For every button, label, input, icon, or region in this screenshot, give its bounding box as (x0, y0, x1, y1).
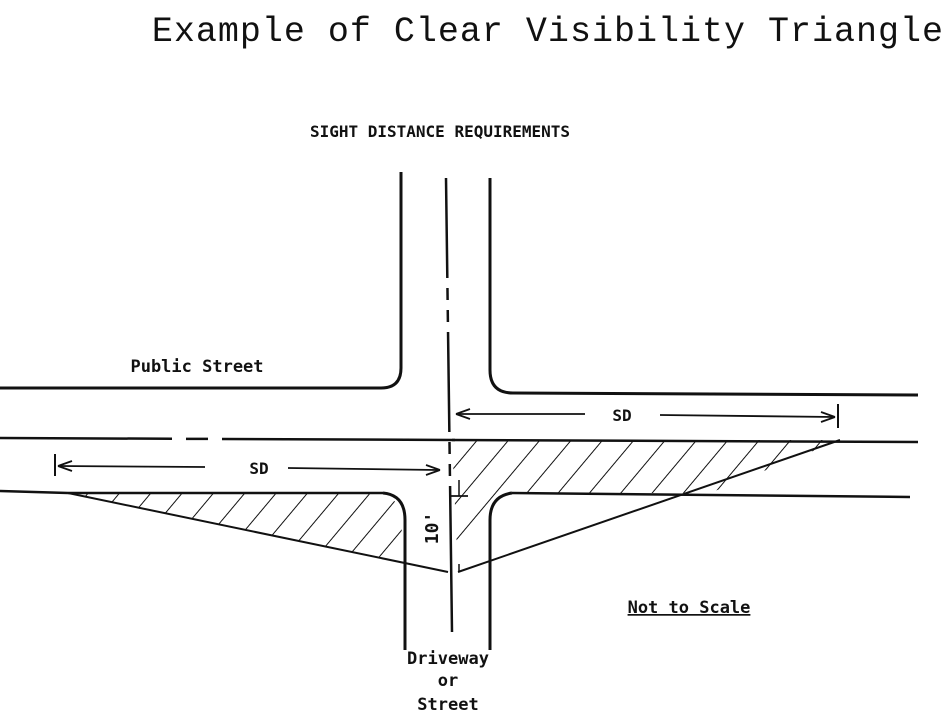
public-street-centerline-left (0, 436, 456, 442)
not-to-scale-label: Not to Scale (628, 598, 751, 618)
sd-label-left: SD (249, 459, 268, 478)
diagram-heading: SIGHT DISTANCE REQUIREMENTS (310, 122, 570, 141)
driveway-curb-left (382, 491, 407, 650)
driveway-label-line3: Street (417, 695, 478, 715)
public-street-bottom-edge-left (0, 489, 69, 495)
sd-dimension-right (455, 404, 839, 428)
driveway-label-line1: Driveway (407, 649, 489, 669)
driveway-label-line2: or (438, 671, 458, 691)
page-title: Example of Clear Visibility Triangle (151, 12, 944, 52)
offset-label: 10' (422, 512, 443, 545)
sight-line-left (67, 492, 449, 573)
driveway-centerline (444, 177, 454, 633)
public-street-near-edge-right (451, 438, 919, 444)
driveway-curb-right (488, 491, 513, 650)
public-street-bottom-edge-right (511, 491, 911, 499)
offset-dimension (450, 480, 468, 572)
cross-road-curb-right (488, 178, 919, 397)
sd-dimension-left (54, 454, 441, 476)
sd-label-right: SD (612, 406, 631, 425)
public-street-label: Public Street (130, 357, 263, 377)
cross-road-curb-left (0, 172, 403, 390)
sight-line-right (457, 439, 841, 573)
